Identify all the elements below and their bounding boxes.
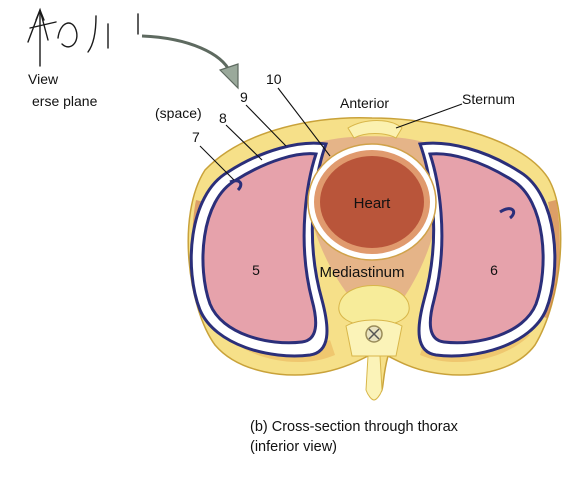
right-lung (427, 152, 545, 345)
mediastinum-label: Mediastinum (319, 264, 404, 281)
side-muscle-right (540, 200, 560, 318)
label-6: 6 (490, 262, 498, 278)
figure-caption: (b) Cross-section through thorax (inferi… (250, 417, 550, 457)
fragment-view-text: View (28, 71, 59, 87)
heart (320, 156, 424, 248)
right-fissure (499, 207, 516, 220)
label-10: 10 (266, 71, 282, 87)
fragment-plane-text: erse plane (32, 93, 98, 109)
sketch-fragment-icon (27, 7, 139, 67)
left-lung (201, 152, 319, 345)
label-5: 5 (252, 262, 260, 278)
caption-line-2: (inferior view) (250, 439, 338, 455)
anterior-label: Anterior (340, 95, 389, 111)
label-8: 8 (219, 110, 227, 126)
sternum-label: Sternum (462, 91, 515, 107)
label-7: 7 (192, 129, 200, 145)
sternum-bone (347, 120, 403, 139)
label-9: 9 (240, 89, 248, 105)
caption-line-1: (b) Cross-section through thorax (250, 419, 458, 435)
vertebra (338, 285, 410, 401)
left-fissure (229, 179, 243, 192)
heart-label: Heart (354, 195, 392, 212)
view-direction-arrow (141, 34, 239, 90)
leader-lines (199, 87, 463, 181)
space-label: (space) (155, 105, 202, 121)
